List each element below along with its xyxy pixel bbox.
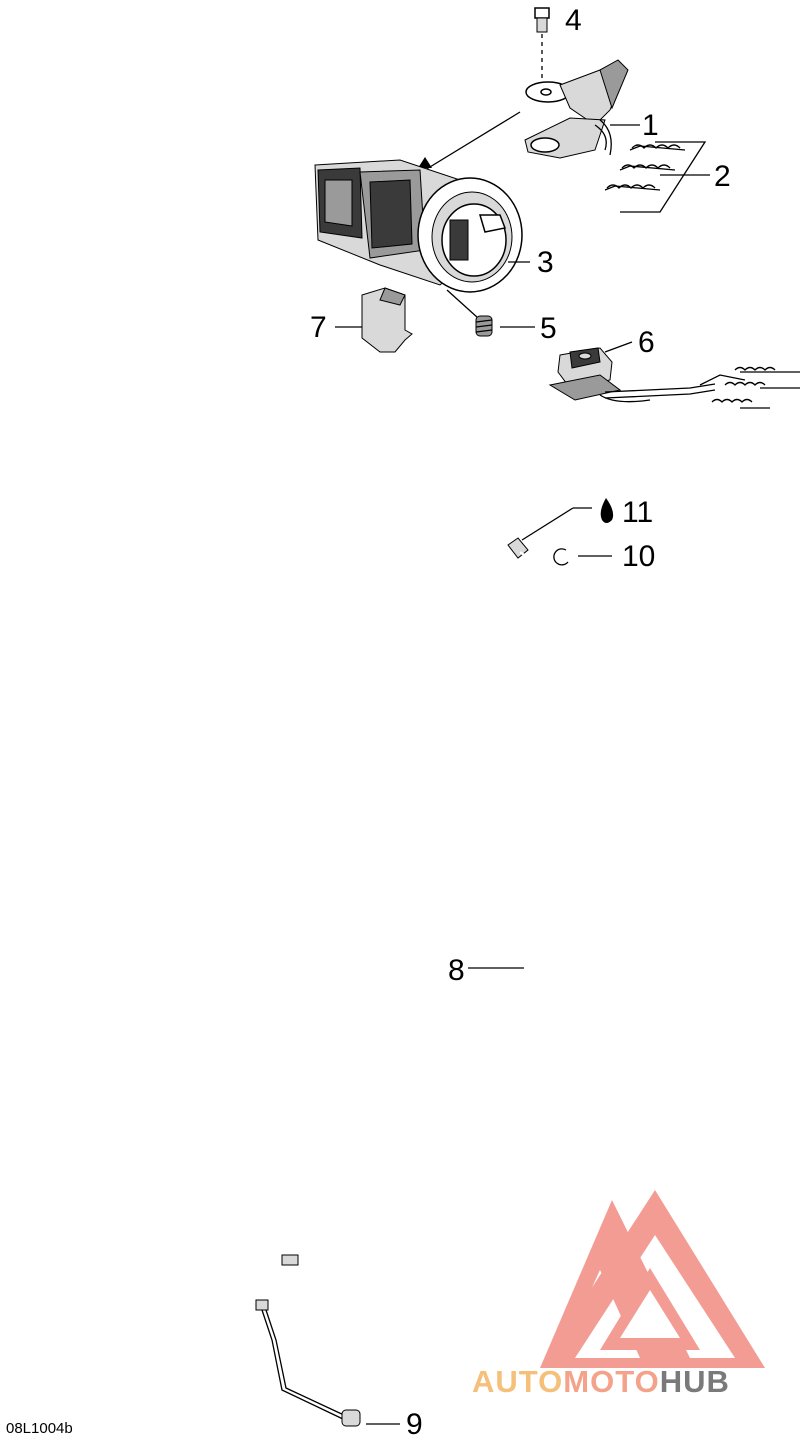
callout-2: 2 [714,160,731,193]
part-4-screw [534,7,550,80]
watermark-auto: AUTO [472,1364,564,1399]
part-7-cap [335,287,413,353]
part-9-sensor [255,1254,400,1427]
part-10-clip [553,548,612,566]
part-2-terminals [604,141,710,213]
oil-drop-icon [600,498,614,523]
callout-3: 3 [537,246,554,279]
part-8-cable [253,550,642,1306]
part-1-lever [524,59,640,159]
callout-5: 5 [540,312,557,345]
drawing-code: 08L1004b [6,1420,73,1437]
callout-10: 10 [622,540,655,573]
watermark-text: AUTOMOTOHUB [472,1364,730,1400]
callout-8: 8 [448,954,465,987]
callout-6: 6 [638,326,655,359]
callout-4: 4 [565,4,582,37]
callout-1: 1 [642,109,659,142]
watermark-logo [540,1190,765,1368]
part-5-spring [446,289,535,337]
callout-9: 9 [406,1408,423,1441]
watermark-hub: HUB [659,1364,730,1399]
callout-7: 7 [310,311,327,344]
callout-11: 11 [622,496,653,529]
part-3-housing [314,111,530,293]
part-6-switch [548,341,800,409]
watermark-moto: MOTO [563,1364,660,1399]
